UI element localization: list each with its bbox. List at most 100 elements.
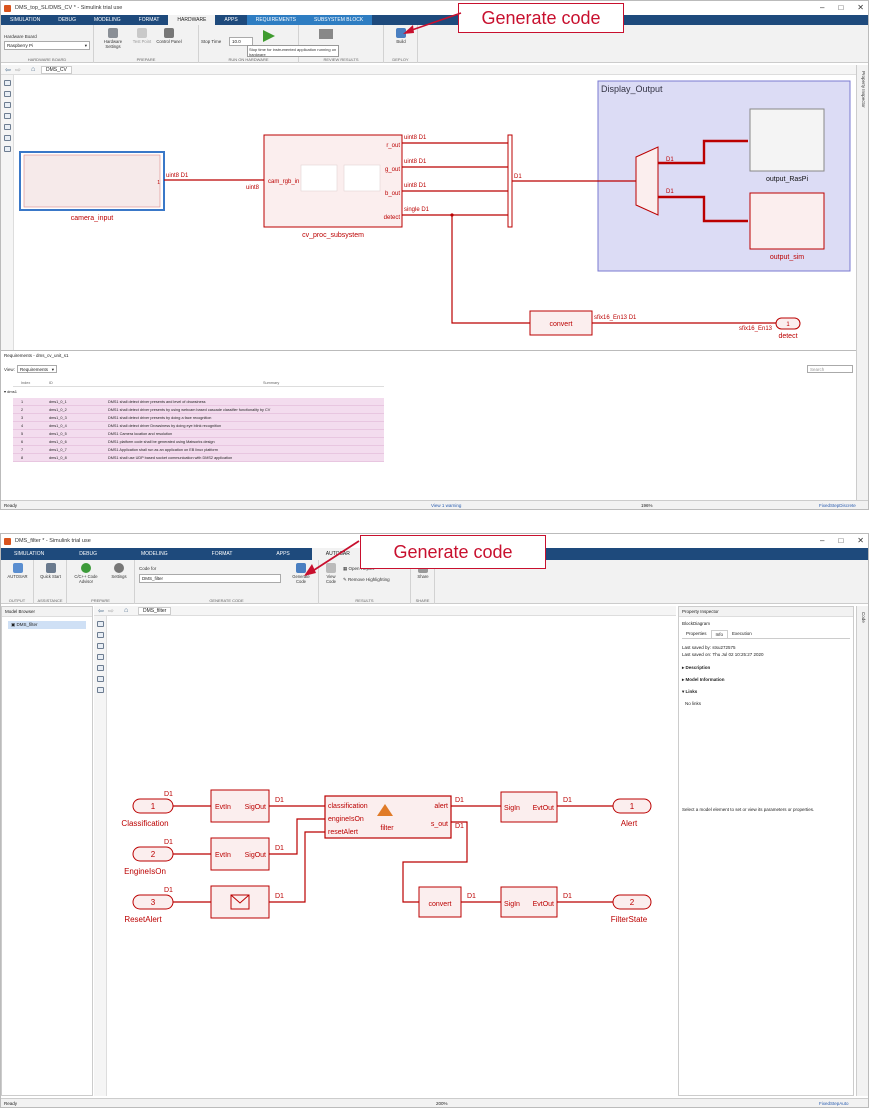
generate-code-button[interactable]: Generate Code: [287, 563, 315, 584]
signal-label: D1: [514, 174, 522, 180]
tab-hardware[interactable]: HARDWARE: [168, 15, 216, 25]
detect-outport: [775, 317, 801, 330]
requirements-root[interactable]: ▾ dms1: [4, 389, 17, 394]
search-input[interactable]: Search: [807, 365, 853, 373]
back-arrow-icon[interactable]: ⇦: [5, 67, 11, 74]
tab-format[interactable]: FORMAT: [211, 551, 233, 557]
zoom-fit-icon[interactable]: [3, 80, 11, 86]
svg-text:D1: D1: [563, 797, 572, 804]
svg-text:convert: convert: [429, 901, 452, 908]
arrow-icon[interactable]: [96, 654, 104, 660]
tab-info[interactable]: Info: [710, 630, 729, 638]
image-icon[interactable]: [96, 676, 104, 682]
tab-properties[interactable]: Properties: [686, 631, 707, 636]
forward-arrow-icon[interactable]: ⇨: [108, 608, 114, 615]
home-icon[interactable]: ⌂: [124, 607, 129, 614]
hardware-settings-button[interactable]: Hardware Settings: [100, 28, 126, 49]
links-section[interactable]: ▾ Links: [682, 689, 698, 694]
maximize-icon[interactable]: □: [838, 3, 844, 12]
tab-modeling[interactable]: MODELING: [93, 17, 121, 23]
tab-debug[interactable]: DEBUG: [79, 551, 97, 557]
model-tree-item[interactable]: ▣ DMS_filter: [8, 621, 86, 629]
model-information-section[interactable]: ▸ Model Information: [682, 677, 725, 682]
control-panel-button[interactable]: Control Panel: [156, 28, 182, 44]
stop-time-input[interactable]: 10.0: [229, 37, 253, 46]
breadcrumb[interactable]: DMS_filter: [138, 607, 172, 615]
tab-apps[interactable]: APPS: [276, 551, 290, 557]
data-inspector-icon[interactable]: [319, 29, 333, 39]
tab-execution[interactable]: Execution: [732, 631, 752, 636]
svg-text:1: 1: [151, 802, 156, 811]
status-text: Ready: [4, 1101, 18, 1106]
tab-simulation[interactable]: SIMULATION: [10, 17, 41, 23]
tab-apps[interactable]: APPS: [224, 17, 238, 23]
tab-debug[interactable]: DEBUG: [58, 17, 76, 23]
home-icon[interactable]: ⌂: [31, 66, 36, 73]
code-advisor-button[interactable]: C/C++ Code Advisor: [69, 563, 103, 584]
svg-text:SigIn: SigIn: [504, 901, 520, 908]
tab-format[interactable]: FORMAT: [138, 17, 160, 23]
fit-view-icon[interactable]: [3, 102, 11, 108]
property-inspector-tab[interactable]: Property Inspector: [861, 71, 866, 108]
remove-highlighting-button[interactable]: ✎ Remove Highlighting: [343, 577, 390, 582]
forward-arrow-icon[interactable]: ⇨: [15, 67, 21, 74]
warning-link[interactable]: View 1 warning: [431, 503, 462, 508]
group-deploy: Build DEPLOY: [384, 25, 418, 63]
maximize-icon[interactable]: □: [838, 536, 844, 545]
build-button[interactable]: Build: [390, 28, 412, 44]
outport-label: FilterState: [611, 915, 648, 924]
quick-start-button[interactable]: Quick Start: [37, 563, 64, 579]
svg-text:SigOut: SigOut: [245, 804, 266, 811]
area-icon[interactable]: [3, 146, 11, 152]
convert-label: convert: [550, 321, 573, 328]
group-label: PREPARE: [91, 598, 110, 603]
test-point-button[interactable]: Test Point: [132, 28, 152, 44]
close-icon[interactable]: ✕: [857, 536, 864, 545]
view-code-button[interactable]: View Code: [322, 563, 340, 584]
autosar-button[interactable]: AUTOSAR: [4, 563, 31, 579]
zoom-level: 200%: [436, 1101, 448, 1106]
area-icon[interactable]: [96, 687, 104, 693]
annotation-icon[interactable]: [96, 665, 104, 671]
tab-simulation[interactable]: SIMULATION: [14, 551, 45, 557]
image-icon[interactable]: [3, 135, 11, 141]
group-label: RUN ON HARDWARE: [228, 57, 269, 62]
zoom-in-icon[interactable]: [3, 91, 11, 97]
fit-view-icon[interactable]: [96, 643, 104, 649]
annotation-icon[interactable]: [3, 124, 11, 130]
output-sim-label: output_sim: [770, 254, 804, 261]
group-label: GENERATE CODE: [209, 598, 244, 603]
window-title: DMS_filter * - Simulink trial use: [15, 538, 91, 544]
settings-button[interactable]: Settings: [107, 563, 131, 579]
outport-filterstate: [612, 894, 652, 910]
code-tab[interactable]: Code: [861, 612, 866, 623]
minimize-icon[interactable]: –: [820, 536, 825, 545]
hardware-board-select[interactable]: Raspberry Pi▾: [4, 41, 90, 50]
tab-subsystem-block[interactable]: SUBSYSTEM BLOCK: [305, 15, 373, 25]
solver-link[interactable]: FixedStepAuto: [819, 1101, 849, 1106]
description-section[interactable]: ▸ Description: [682, 665, 711, 670]
tab-modeling[interactable]: MODELING: [140, 551, 168, 557]
zoom-fit-icon[interactable]: [96, 621, 104, 627]
arrow-icon[interactable]: [3, 113, 11, 119]
view-select[interactable]: Requirements▾: [17, 365, 57, 373]
play-icon[interactable]: [263, 30, 275, 42]
group-label: HARDWARE BOARD: [27, 57, 67, 62]
zoom-in-icon[interactable]: [96, 632, 104, 638]
group-label: REVIEW RESULTS: [323, 57, 359, 62]
minimize-icon[interactable]: –: [820, 3, 825, 12]
breadcrumb[interactable]: DMS_CV: [41, 66, 72, 74]
back-arrow-icon[interactable]: ⇦: [98, 608, 104, 615]
tab-requirements[interactable]: REQUIREMENTS: [246, 15, 306, 25]
code-for-input[interactable]: DMS_filter: [139, 574, 281, 583]
solver-link[interactable]: FixedStepDiscrete: [819, 503, 856, 508]
close-icon[interactable]: ✕: [857, 3, 864, 12]
